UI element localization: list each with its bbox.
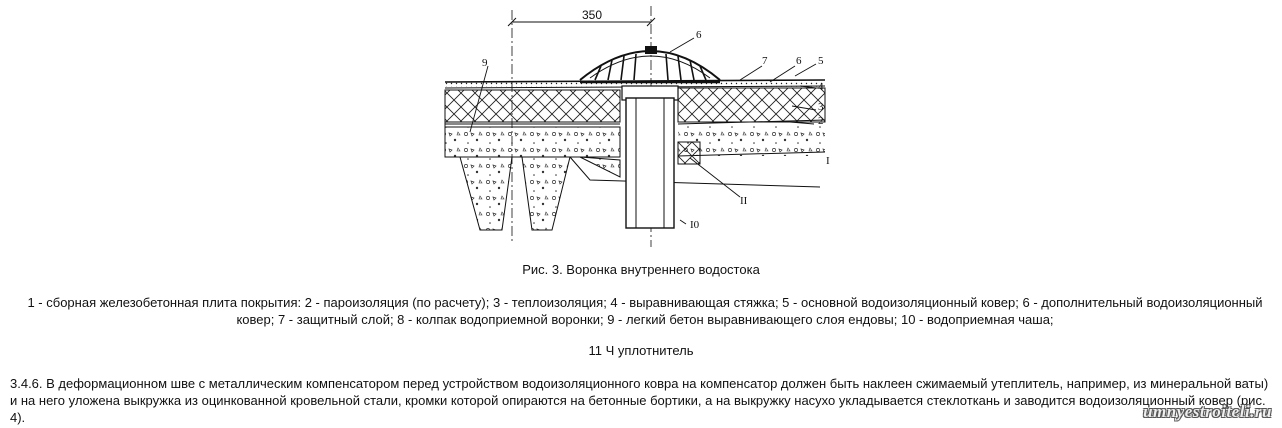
callout-5: 5 [818,55,824,67]
callout-8: 6 [696,29,702,41]
callout-9: 9 [482,57,488,69]
callout-11: II [740,195,748,207]
callout-6: 6 [796,55,802,67]
roof-drain-drawing: 350 6 7 6 5 4 3 2 I 9 II I0 [440,2,840,252]
callout-7: 7 [762,55,768,67]
dimension-label: 350 [582,8,602,22]
callout-1: I [826,155,830,167]
body-paragraph: 3.4.6. В деформационном шве с металличес… [10,376,1269,425]
callout-2: 2 [818,115,824,127]
drain-pipe [621,85,701,229]
figure-legend-item-11: 11 Ч уплотнитель [588,343,694,358]
callout-3: 3 [818,101,824,113]
watermark: umnyestroiteli.ru [1143,402,1272,421]
callout-10: I0 [690,219,700,231]
figure-legend: 1 - сборная железобетонная плита покрыти… [27,295,1263,327]
drain-cap [579,46,721,84]
callout-leaders [469,37,817,225]
callout-4: 4 [818,81,824,93]
figure-caption: Рис. 3. Воронка внутреннего водостока [522,262,760,277]
roof-layers [444,79,826,231]
